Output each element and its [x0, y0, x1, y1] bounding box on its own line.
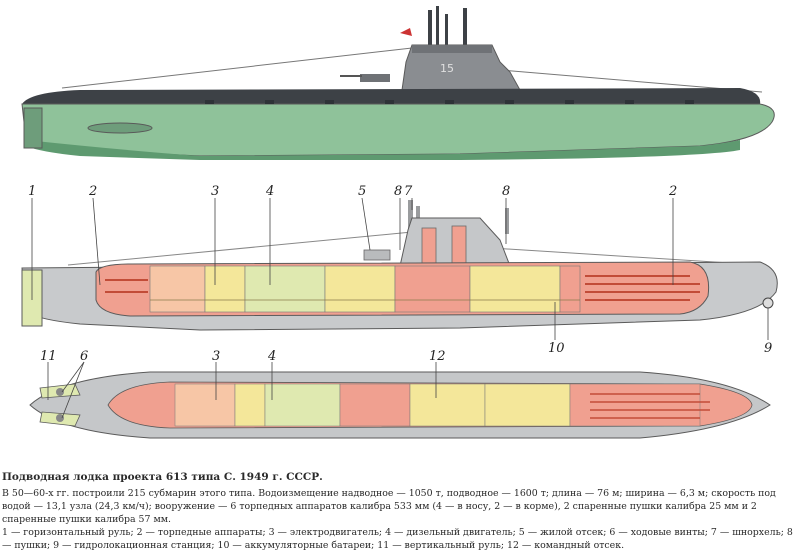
caption-body: В 50—60-х гг. построили 215 субмарин это…: [2, 488, 776, 525]
callout-1: 1: [28, 184, 36, 199]
callout-10: 10: [548, 341, 565, 356]
caption-title: Подводная лодка проекта 613 типа С. 1949…: [2, 471, 323, 483]
callout-4-side: 4: [265, 184, 274, 199]
svg-text:15: 15: [440, 62, 454, 75]
caption-block: Подводная лодка проекта 613 типа С. 1949…: [2, 470, 798, 559]
callout-labels: 1 2 3 4 5 8 7 8 2 10 9 11 6 3 4 12: [28, 184, 772, 364]
callout-3-side: 3: [211, 184, 219, 199]
callout-8-gun-aft: 8: [502, 184, 510, 199]
callout-5: 5: [358, 184, 366, 199]
plan-view: [29, 371, 771, 439]
callout-4-plan: 4: [267, 349, 276, 364]
callout-9: 9: [764, 341, 772, 356]
exterior-profile-view: 15: [21, 6, 775, 160]
caption-legend: 1 — горизонтальный руль; 2 — торпедные а…: [2, 527, 793, 552]
callout-2-stern: 2: [88, 184, 97, 199]
cutaway-side-view: [21, 200, 778, 331]
callout-leaders: [31, 197, 769, 419]
callout-2-bow: 2: [668, 184, 677, 199]
submarine-illustration: 15: [21, 6, 778, 439]
callout-8-guns: 8: [394, 184, 402, 199]
callout-12: 12: [429, 349, 446, 364]
callout-11: 11: [40, 349, 57, 364]
callout-3-plan: 3: [212, 349, 220, 364]
callout-6: 6: [80, 349, 88, 364]
callout-7: 7: [404, 184, 413, 199]
